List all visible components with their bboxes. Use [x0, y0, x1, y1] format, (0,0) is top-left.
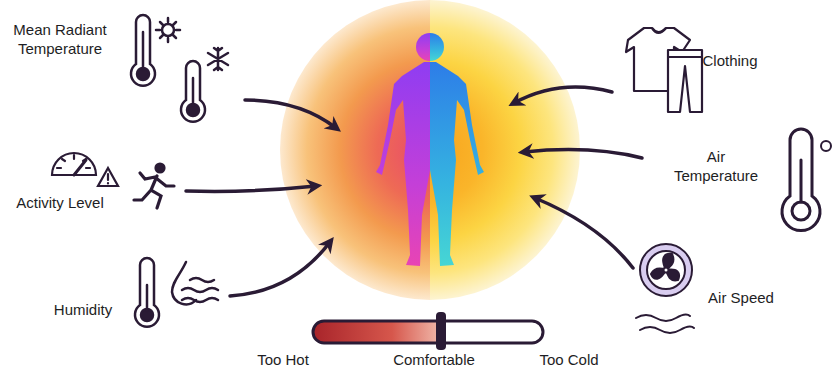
factor-label: Air Speed: [698, 288, 784, 307]
air-temperature-icon: [792, 202, 810, 220]
factor-arrows: [524, 150, 642, 158]
air-speed-icon: [640, 244, 692, 296]
humidity-icon: [135, 258, 159, 327]
air-speed-icon: [636, 244, 694, 333]
air-speed-icon: [647, 251, 685, 289]
factor-arrows: [186, 87, 642, 296]
comfort-slider: [436, 312, 446, 350]
clothing-icon: [626, 28, 702, 112]
activity-icon: [156, 164, 165, 173]
radiant-temperature-icon: [156, 18, 180, 42]
clothing-icon: [668, 56, 702, 58]
factor-arrows: [535, 198, 633, 268]
scale-label: Comfortable: [380, 350, 488, 369]
radiant-temperature-icon: [131, 15, 155, 86]
air-speed-icon: [636, 314, 694, 333]
human-figure: [430, 33, 484, 266]
radiant-temperature-icon: [131, 15, 228, 122]
human-figure: [376, 33, 430, 266]
humidity-icon: [182, 278, 218, 302]
air-speed-icon: [651, 254, 679, 281]
factor-arrows: [245, 100, 336, 128]
radiant-temperature-icon: [181, 61, 205, 122]
factor-label: Humidity: [40, 300, 126, 319]
scale-label: Too Hot: [238, 350, 328, 369]
air-temperature-icon: [782, 129, 831, 230]
comfort-slider: [313, 321, 543, 343]
factor-arrows: [230, 242, 330, 296]
clothing-icon: [668, 50, 702, 112]
radiant-temperature-icon: [142, 32, 145, 70]
air-temperature-icon: [821, 141, 831, 151]
factor-arrows: [186, 186, 316, 191]
comfort-slider: [313, 321, 543, 343]
humidity-icon: [135, 258, 218, 327]
human-figure: [376, 33, 484, 266]
factor-label: Clothing: [690, 51, 770, 70]
air-temperature-icon: [782, 129, 820, 230]
activity-icon: [134, 173, 174, 208]
activity-icon: [107, 174, 109, 184]
radiant-temperature-icon: [192, 78, 195, 106]
comfort-slider: [313, 312, 543, 350]
radiant-temperature-icon: [208, 48, 228, 70]
factor-label: Mean Radiant Temperature: [4, 20, 116, 58]
factor-label: Air Temperature: [664, 147, 768, 185]
activity-icon: [52, 153, 96, 175]
air-temperature-icon: [800, 160, 803, 202]
air-speed-icon: [664, 268, 669, 273]
clothing-icon: [652, 28, 666, 33]
activity-icon: [74, 160, 86, 175]
factor-label: Activity Level: [4, 193, 116, 212]
comfort-circle: [280, 0, 430, 300]
humidity-icon: [146, 285, 149, 311]
comfort-slider: [313, 321, 441, 343]
activity-icon: [98, 168, 118, 186]
scale-label: Too Cold: [526, 350, 612, 369]
factor-arrows: [514, 87, 612, 103]
